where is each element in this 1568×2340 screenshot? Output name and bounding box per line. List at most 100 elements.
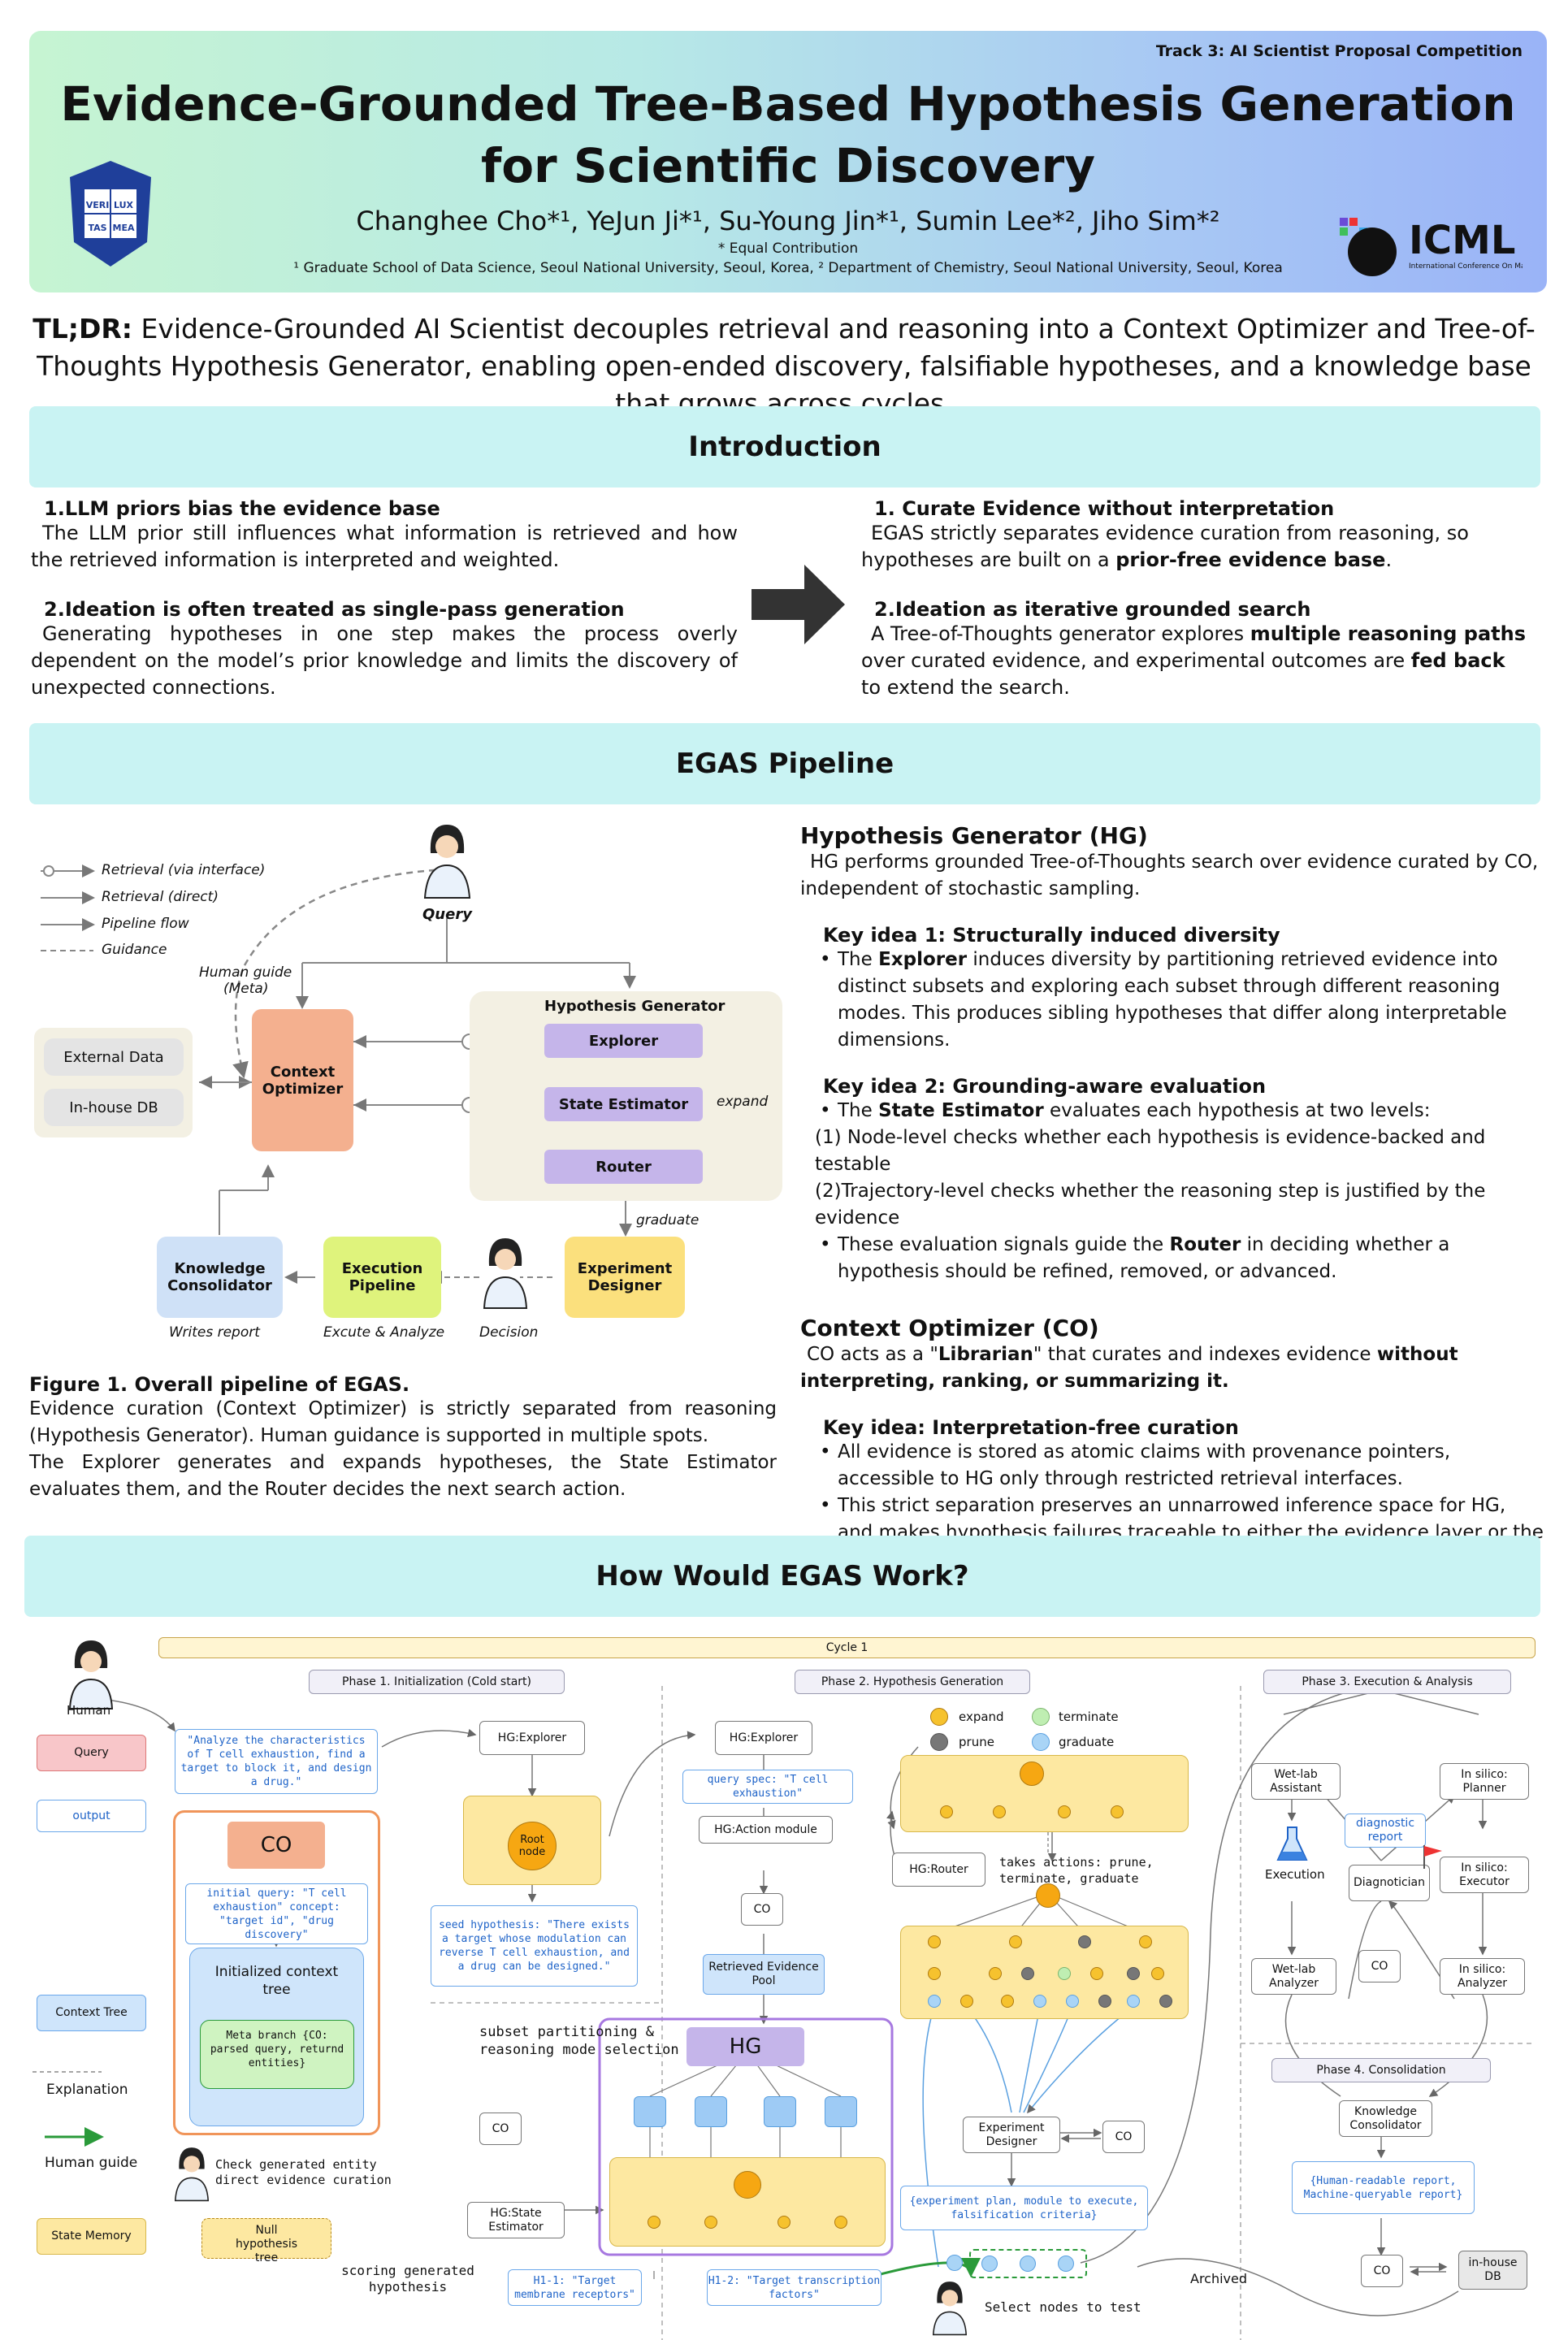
insilico-executor: In silico: Executor (1440, 1857, 1529, 1893)
legend-expand-dot (930, 1708, 948, 1726)
tree-2-n10 (1127, 1967, 1140, 1980)
tree-2-n3 (1078, 1935, 1091, 1948)
affiliations: ¹ Graduate School of Data Science, Seoul… (293, 260, 1283, 276)
key-idea-3-heading: Key idea: Interpretation-free curation (823, 1416, 1239, 1439)
scientist-decision-icon (483, 1238, 528, 1309)
inhouse-db-box-2: in-house DB (1458, 2251, 1527, 2290)
legend-terminate: terminate (1059, 1710, 1119, 1724)
legend-graduate: graduate (1059, 1735, 1115, 1749)
legend-prune-dot (930, 1733, 948, 1751)
human-check-icon (174, 2147, 210, 2202)
pipeline-diagram: Retrieval (via interface) Retrieval (dir… (24, 821, 788, 1349)
meta-label: (Meta) (223, 981, 269, 997)
scoring-text: scoring generated hypothesis (341, 2263, 474, 2294)
wetlab-assistant: Wet-lab Assistant (1251, 1763, 1341, 1800)
tree-2-n13 (960, 1995, 973, 2008)
title-line-2: for Scientific Discovery (480, 138, 1096, 193)
wetlab-analyzer: Wet-lab Analyzer (1251, 1958, 1336, 1995)
query-spec: query spec: "T cell exhaustion" (682, 1770, 853, 1804)
key-idea-2-level-2: (2)Trajectory-level checks whether the r… (815, 1181, 1486, 1228)
co-stack-1: CO (479, 2112, 522, 2145)
state-estimator-box: State Estimator (544, 1087, 703, 1121)
legend-guidance: Guidance (102, 942, 167, 958)
university-seal-logo: VERI LUX TAS MEA (70, 161, 151, 266)
legend-pipeline-flow: Pipeline flow (102, 916, 189, 932)
null-hypothesis-tree: Null hypothesis tree (201, 2218, 331, 2264)
execution-label: Execution (1265, 1867, 1325, 1882)
pipeline-band: EGAS Pipeline (29, 723, 1540, 804)
track-label: Track 3: AI Scientist Proposal Competiti… (1155, 42, 1523, 60)
tree-2-n19 (1159, 1995, 1172, 2008)
init-tree-label: Initialized context tree (214, 1964, 339, 1998)
select-node-2 (981, 2256, 998, 2272)
intro-left: 1.LLM priors bias the evidence base The … (31, 497, 738, 701)
right-arrow-icon (752, 565, 845, 644)
flask-icon (1276, 1826, 1308, 1861)
initial-query-output: initial query: "T cell exhaustion" conce… (185, 1883, 368, 1944)
seal-text-4: MEA (113, 223, 135, 233)
tree-1-node-4 (1111, 1805, 1124, 1818)
selected-nodes-frame (969, 2249, 1087, 2278)
hypothesis-node-3 (778, 2216, 790, 2229)
decision-label: Decision (479, 1324, 539, 1341)
subset-partitioning-text: subset partitioning & reasoning mode sel… (479, 2024, 679, 2058)
intro-right-2-body: A Tree-of-Thoughts generator explores mu… (861, 622, 1526, 699)
legend-retrieval-interface: Retrieval (via interface) (102, 862, 266, 878)
hg-action-module: HG:Action module (699, 1816, 833, 1844)
hg-router: HG:Router (892, 1852, 985, 1887)
legend-human-guide: Human guide (45, 2155, 138, 2171)
knowledge-consolidator: Knowledge Consolidator (1339, 2100, 1432, 2137)
insilico-analyzer: In silico: Analyzer (1440, 1958, 1525, 1995)
diagnostic-report: diagnostic report (1345, 1814, 1426, 1848)
authors: Changhee Cho*¹, YeJun Ji*¹, Su-Young Jin… (356, 206, 1220, 236)
seed-hypothesis: seed hypothesis: "There exists a target … (431, 1905, 638, 1987)
execution-pipeline-box: Execution Pipeline (323, 1237, 441, 1318)
intro-left-1-body: The LLM prior still influences what info… (31, 522, 738, 571)
workflow-diagram: Cycle 1 Human Query output Context Tree … (0, 1625, 1568, 2340)
diagnostician: Diagnotician (1349, 1865, 1430, 1901)
meta-branch: Meta branch {CO: parsed query, returnd e… (200, 2020, 354, 2089)
phase-3-header: Phase 3. Execution & Analysis (1263, 1670, 1511, 1694)
figure-caption-2: The Explorer generates and expands hypot… (29, 1452, 777, 1500)
legend-query: Query (37, 1735, 146, 1771)
tree-2-n8 (1058, 1967, 1071, 1980)
poster-title: Evidence-Grounded Tree-Based Hypothesis … (29, 73, 1547, 197)
intro-left-2-body: Generating hypotheses in one step makes … (31, 622, 738, 699)
consolidation-report: {Human-readable report, Machine-queryabl… (1292, 2161, 1475, 2214)
excute-analyze-label: Excute & Analyze (323, 1324, 445, 1341)
key-idea-2-list-b: These evaluation signals guide the Route… (800, 1232, 1544, 1285)
context-optimizer-box: Context Optimizer (252, 1009, 353, 1151)
hypothesis-root-node (734, 2171, 761, 2199)
icml-logo-sub: International Conference On Machine Lear… (1409, 262, 1523, 271)
insilico-planner: In silico: Planner (1440, 1763, 1529, 1800)
subset-node-2 (695, 2096, 727, 2127)
human-label: Human (67, 1703, 111, 1718)
seal-text-2: LUX (114, 200, 134, 210)
figure-title: Figure 1. Overall pipeline of EGAS. (29, 1373, 410, 1396)
explorer-box: Explorer (544, 1024, 703, 1058)
phase-1-header: Phase 1. Initialization (Cold start) (309, 1670, 565, 1694)
tldr-label: TL;DR: (32, 313, 132, 344)
phase-4-header: Phase 4. Consolidation (1271, 2058, 1491, 2082)
select-node-1 (946, 2255, 963, 2271)
tree-2-n5 (928, 1967, 941, 1980)
hg-title: Hypothesis Generator (544, 998, 726, 1015)
co-heading: Context Optimizer (CO) (800, 1315, 1099, 1341)
legend-retrieval-direct: Retrieval (direct) (102, 889, 219, 905)
pipeline-text: Hypothesis Generator (HG) HG performs gr… (800, 822, 1544, 1573)
tree-2-n17 (1098, 1995, 1111, 2008)
tree-2-n16 (1066, 1995, 1079, 2008)
co-stack-2: CO (741, 1893, 783, 1926)
tree-state-memory-1 (900, 1755, 1189, 1832)
subset-node-3 (764, 2096, 796, 2127)
tree-2-n12 (928, 1995, 941, 2008)
key-idea-1-list: The Explorer induces diversity by partit… (800, 947, 1544, 1054)
figure-caption: Figure 1. Overall pipeline of EGAS. Evid… (29, 1373, 777, 1503)
hypothesis-node-1 (648, 2216, 661, 2229)
tree-1-node-2 (993, 1805, 1006, 1818)
hg-heading: Hypothesis Generator (HG) (800, 822, 1148, 849)
tree-1-node-1 (940, 1805, 953, 1818)
tree-2-n14 (1001, 1995, 1014, 2008)
intro-right-1-head: 1. Curate Evidence without interpretatio… (874, 497, 1335, 520)
key-idea-2-item-2: These evaluation signals guide the Route… (816, 1232, 1544, 1285)
